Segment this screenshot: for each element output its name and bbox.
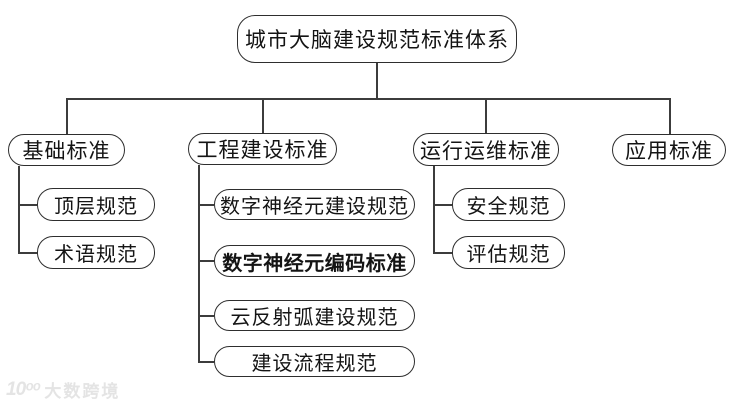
node-terminology-specification: 术语规范: [37, 236, 155, 269]
connector-line: [198, 260, 214, 262]
connector-line: [376, 63, 378, 98]
connector-line: [66, 98, 68, 134]
connector-line: [433, 252, 452, 254]
connector-line: [669, 98, 671, 134]
node-construction-process-spec: 建设流程规范: [214, 346, 415, 377]
node-cloud-reflex-arc-construction-spec: 云反射弧建设规范: [214, 300, 415, 331]
connector-line: [262, 98, 264, 133]
node-digital-neuron-construction-spec: 数字神经元建设规范: [214, 189, 415, 220]
node-application-standards: 应用标准: [612, 134, 726, 166]
watermark-text: 大数跨境: [44, 382, 121, 401]
watermark-logo-icon: 10ᵒᵒ: [6, 378, 40, 400]
node-digital-neuron-coding-standard: 数字神经元编码标准: [214, 245, 415, 277]
node-top-level-specification: 顶层规范: [37, 188, 155, 221]
node-root-title: 城市大脑建设规范标准体系: [237, 15, 517, 63]
connector-line: [66, 98, 669, 100]
connector-line: [485, 98, 487, 133]
node-security-specification: 安全规范: [452, 188, 565, 221]
connector-line: [433, 166, 435, 253]
connector-line: [18, 166, 20, 253]
node-engineering-construction-standards: 工程建设标准: [188, 133, 337, 165]
node-evaluation-specification: 评估规范: [452, 236, 565, 269]
connector-line: [198, 165, 200, 362]
node-basic-standards: 基础标准: [8, 134, 125, 166]
node-operation-maintenance-standards: 运行运维标准: [413, 133, 559, 166]
connector-line: [198, 204, 214, 206]
connector-line: [198, 315, 214, 317]
connector-line: [18, 204, 37, 206]
connector-line: [433, 204, 452, 206]
watermark: 10ᵒᵒ 大数跨境: [6, 377, 120, 402]
connector-line: [198, 361, 214, 363]
connector-line: [18, 252, 37, 254]
